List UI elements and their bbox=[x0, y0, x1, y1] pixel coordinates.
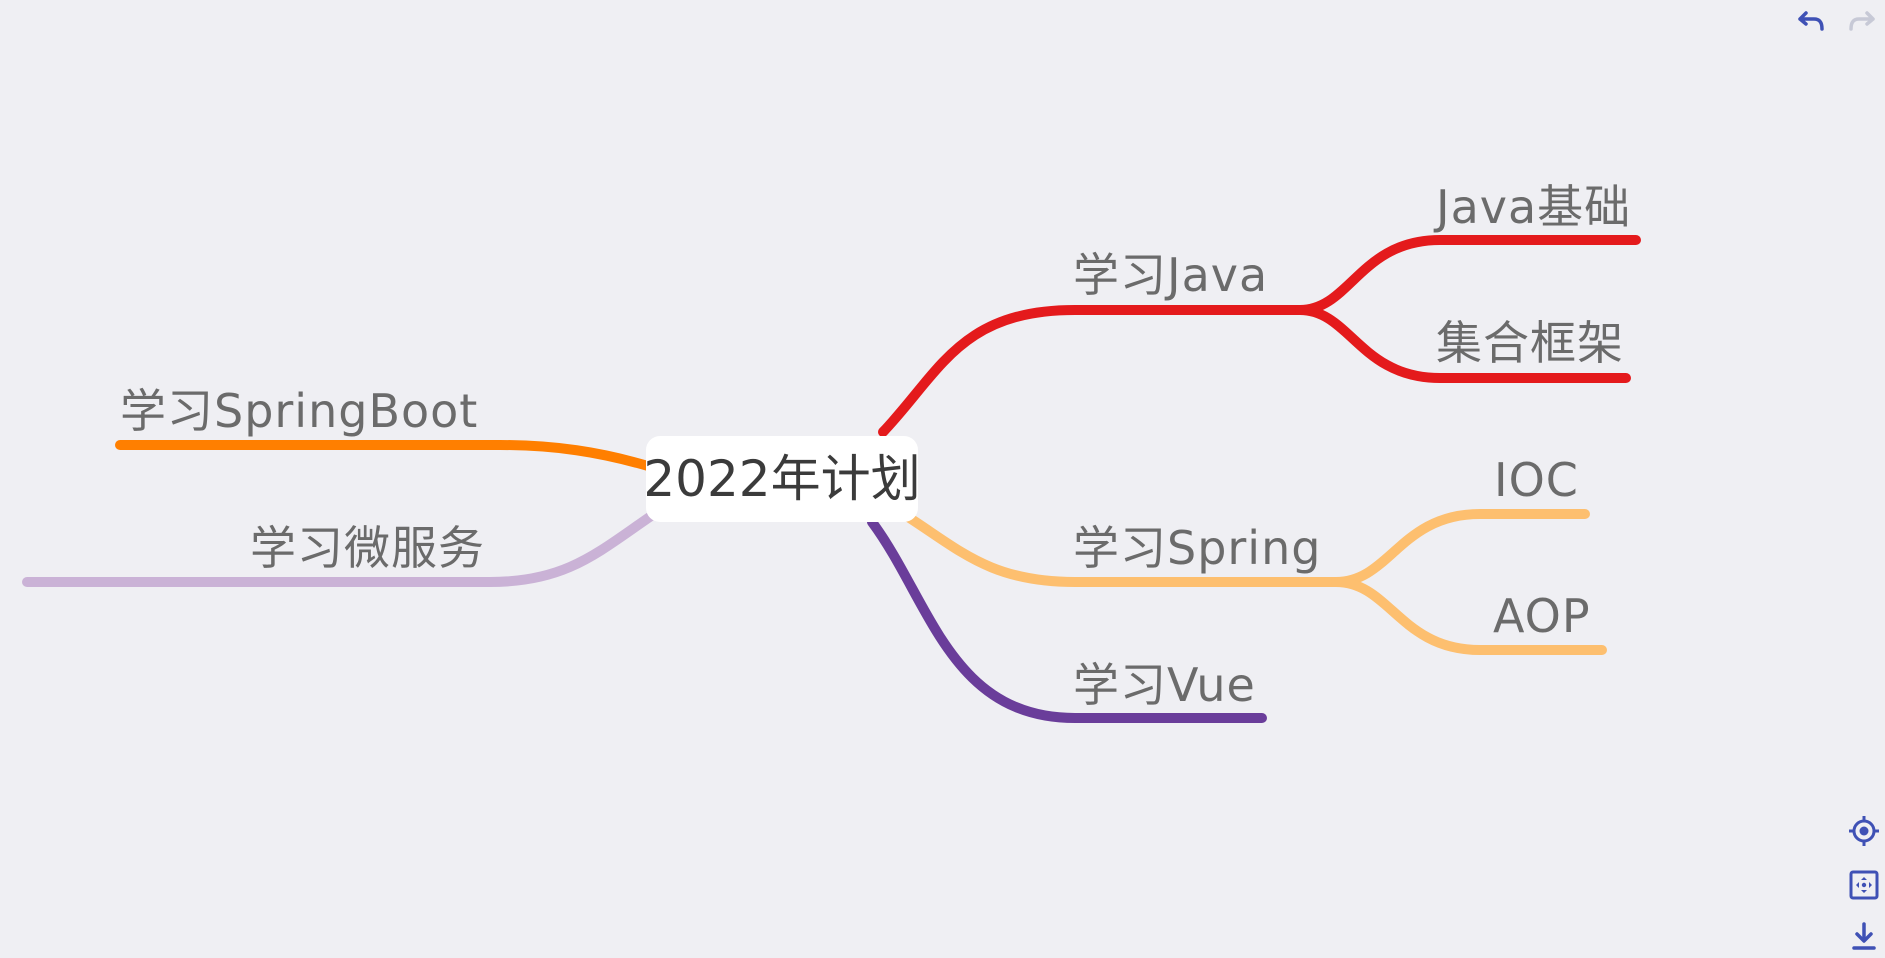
edge-root-spring bbox=[900, 510, 1341, 587]
fit-view-icon bbox=[1849, 870, 1879, 900]
edge-java-java-basics bbox=[1295, 235, 1641, 315]
edge-java-collections bbox=[1295, 305, 1631, 383]
node-collections-framework[interactable]: 集合框架 bbox=[1436, 316, 1624, 370]
edge-spring-ioc bbox=[1331, 509, 1590, 587]
node-java-basics[interactable]: Java基础 bbox=[1436, 180, 1632, 234]
center-view-button[interactable] bbox=[1847, 814, 1881, 848]
node-ioc[interactable]: IOC bbox=[1494, 453, 1579, 507]
download-icon bbox=[1852, 922, 1876, 950]
redo-icon bbox=[1849, 11, 1875, 31]
fit-view-button[interactable] bbox=[1847, 868, 1881, 902]
edge-spring-aop bbox=[1331, 577, 1607, 655]
edge-root-java bbox=[878, 305, 1305, 437]
node-learn-microservices[interactable]: 学习微服务 bbox=[250, 521, 485, 575]
root-node[interactable]: 2022年计划 bbox=[643, 436, 921, 522]
edge-root-springboot bbox=[115, 440, 653, 471]
undo-button[interactable] bbox=[1793, 4, 1827, 38]
edge-root-vue bbox=[867, 517, 1267, 723]
redo-button[interactable] bbox=[1846, 4, 1880, 38]
node-aop[interactable]: AOP bbox=[1493, 589, 1591, 643]
node-learn-spring[interactable]: 学习Spring bbox=[1073, 521, 1322, 575]
node-learn-springboot[interactable]: 学习SpringBoot bbox=[120, 384, 479, 438]
undo-icon bbox=[1798, 11, 1824, 31]
download-button[interactable] bbox=[1847, 920, 1881, 954]
edge-root-microservices bbox=[22, 505, 665, 587]
node-learn-java[interactable]: 学习Java bbox=[1073, 248, 1269, 302]
target-center-icon bbox=[1849, 816, 1879, 846]
root-node-label: 2022年计划 bbox=[643, 450, 921, 508]
node-learn-vue[interactable]: 学习Vue bbox=[1073, 658, 1256, 712]
